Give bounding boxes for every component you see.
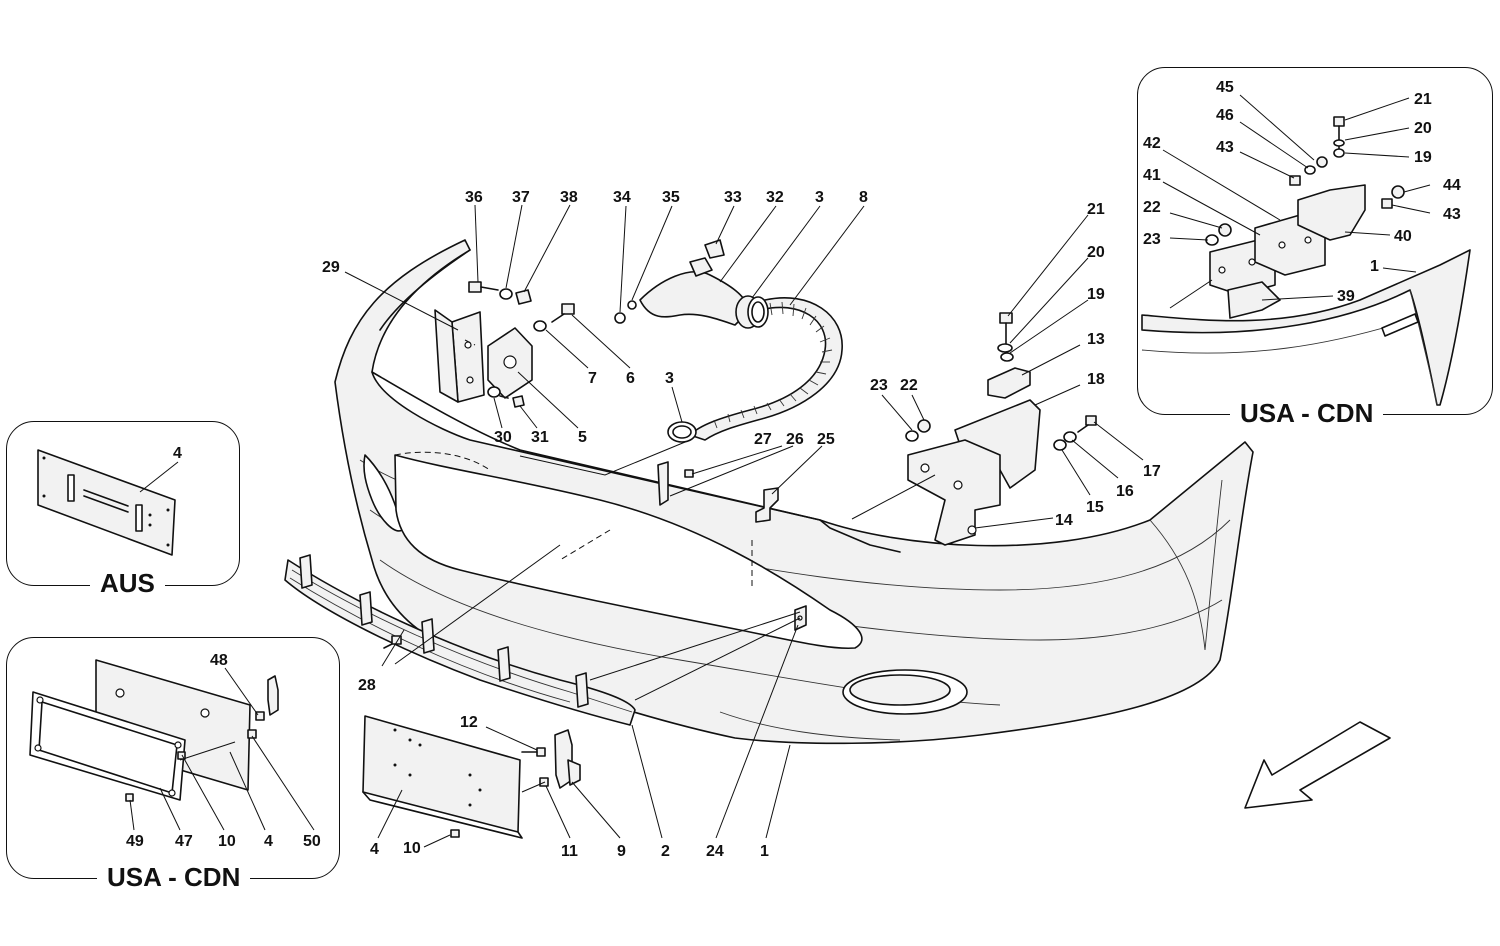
callout-32: 32	[766, 189, 784, 206]
callout-33: 33	[724, 189, 742, 206]
bumper-left-bracket	[434, 309, 533, 403]
callout-20: 20	[1087, 244, 1105, 261]
callout-26: 26	[786, 431, 804, 448]
bracket-fasteners	[468, 281, 575, 408]
callout-48: 48	[210, 652, 228, 669]
bumper-cover	[334, 239, 1254, 745]
bumper-clip-24	[794, 605, 807, 631]
callout-46: 46	[1216, 107, 1234, 124]
callout-9: 9	[617, 843, 626, 860]
callout-40: 40	[1394, 228, 1412, 245]
callout-2: 2	[661, 843, 670, 860]
callout-24: 24	[706, 843, 724, 860]
callout-14: 14	[1055, 512, 1073, 529]
callout-10b: 10	[218, 833, 236, 850]
right-mount-bracket	[905, 312, 1097, 546]
inset-usa-cdn-bracket-title: USA - CDN	[1230, 400, 1384, 426]
callout-12: 12	[460, 714, 478, 731]
callout-38: 38	[560, 189, 578, 206]
callout-6: 6	[626, 370, 635, 387]
callout-11: 11	[561, 843, 578, 860]
callout-25: 25	[817, 431, 835, 448]
callout-3b: 3	[665, 370, 674, 387]
license-plate-holder	[362, 715, 581, 839]
callout-37: 37	[512, 189, 530, 206]
callout-44: 44	[1443, 177, 1461, 194]
air-duct	[614, 239, 761, 329]
callout-23b: 23	[1143, 231, 1161, 248]
callout-39: 39	[1337, 288, 1355, 305]
callout-22: 22	[900, 377, 918, 394]
small-clips	[657, 461, 779, 523]
callout-35: 35	[662, 189, 680, 206]
callout-19b: 19	[1414, 149, 1432, 166]
usa-cdn-bracket-parts	[1141, 116, 1471, 406]
callout-7: 7	[588, 370, 597, 387]
inset-usa-cdn-plate-title: USA - CDN	[97, 864, 251, 890]
front-grille	[284, 554, 636, 726]
callout-20b: 20	[1414, 120, 1432, 137]
leader-lines	[129, 94, 1431, 848]
callout-43a: 43	[1216, 139, 1234, 156]
callout-15: 15	[1086, 499, 1104, 516]
callout-4b: 4	[173, 445, 182, 462]
callout-19: 19	[1087, 286, 1105, 303]
callout-5: 5	[578, 429, 587, 446]
callout-27: 27	[754, 431, 772, 448]
callout-17: 17	[1143, 463, 1161, 480]
callout-47: 47	[175, 833, 193, 850]
inset-aus-title: AUS	[90, 570, 165, 596]
callout-1: 1	[760, 843, 769, 860]
callout-21b: 21	[1414, 91, 1432, 108]
callout-36: 36	[465, 189, 483, 206]
callout-29: 29	[322, 259, 340, 276]
callout-16: 16	[1116, 483, 1134, 500]
callout-10a: 10	[403, 840, 421, 857]
callout-21: 21	[1087, 201, 1105, 218]
callout-31: 31	[531, 429, 549, 446]
callout-18: 18	[1087, 371, 1105, 388]
callout-1b: 1	[1370, 258, 1379, 275]
callout-3: 3	[815, 189, 824, 206]
callout-50: 50	[303, 833, 321, 850]
callout-13: 13	[1087, 331, 1105, 348]
callout-labels: 36 37 38 29 34 35 33 32 3 8 7 6 3 30 31 …	[126, 79, 1461, 860]
callout-28: 28	[358, 677, 376, 694]
callout-34: 34	[613, 189, 631, 206]
callout-45: 45	[1216, 79, 1234, 96]
callout-30: 30	[494, 429, 512, 446]
callout-41: 41	[1143, 167, 1161, 184]
callout-22b: 22	[1143, 199, 1161, 216]
callout-4c: 4	[264, 833, 273, 850]
callout-49: 49	[126, 833, 144, 850]
aus-license-plate	[37, 449, 176, 556]
usa-cdn-plate-parts	[29, 659, 279, 802]
callout-8: 8	[859, 189, 868, 206]
screw-28	[383, 635, 402, 649]
callout-43b: 43	[1443, 206, 1461, 223]
callout-4a: 4	[370, 841, 379, 858]
callout-42: 42	[1143, 135, 1161, 152]
callout-23: 23	[870, 377, 888, 394]
front-direction-arrow	[1244, 721, 1391, 809]
corrugated-hose	[689, 297, 843, 441]
hidden-lines	[394, 339, 753, 590]
hose-clamps	[667, 296, 769, 443]
